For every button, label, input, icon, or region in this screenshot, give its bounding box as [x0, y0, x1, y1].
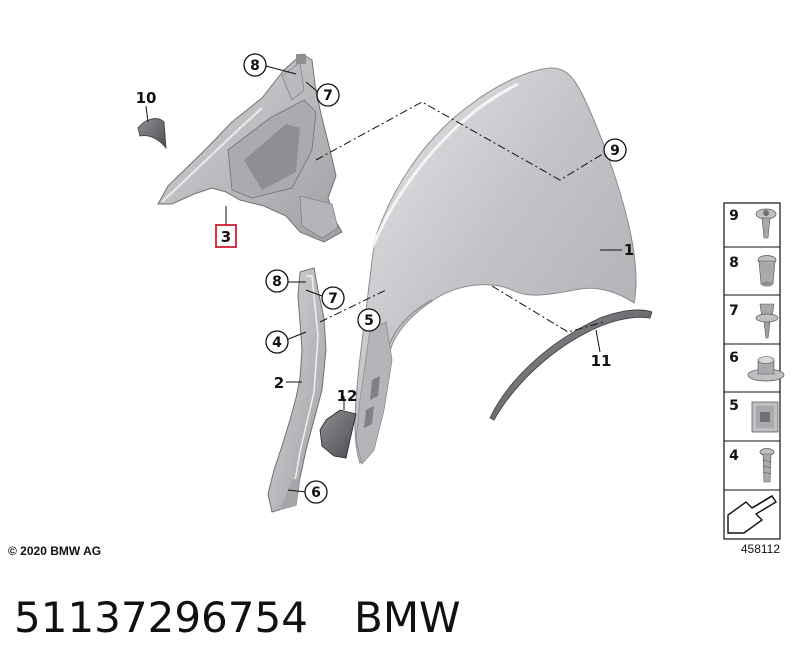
svg-text:3: 3 [221, 228, 231, 246]
legend-row-9: 9 [729, 208, 777, 239]
callout-10: 10 [136, 89, 157, 107]
legend-row-8: 8 [729, 255, 777, 287]
copyright-text: © 2020 BMW AG [8, 544, 101, 558]
svg-text:7: 7 [323, 88, 333, 104]
svg-text:5: 5 [729, 398, 739, 414]
seal-part-12 [319, 409, 357, 459]
svg-text:8: 8 [250, 58, 260, 74]
callout-3-highlighted: 3 [215, 224, 237, 248]
callout-2: 2 [274, 374, 284, 392]
legend-row-6: 6 [729, 350, 785, 382]
svg-text:6: 6 [729, 350, 739, 366]
svg-text:4: 4 [272, 335, 282, 351]
part-number: 51137296754 [14, 593, 308, 642]
callout-9-main: 9 [603, 138, 627, 162]
callout-8-top: 8 [243, 53, 267, 77]
diagram-number: 458112 [741, 542, 780, 556]
svg-text:8: 8 [272, 274, 282, 290]
legend-row-4: 4 [729, 448, 775, 483]
svg-text:4: 4 [729, 448, 739, 464]
legend-row-7: 7 [729, 303, 779, 339]
fender-part-1 [354, 67, 637, 465]
svg-text:9: 9 [610, 143, 620, 159]
svg-text:7: 7 [729, 303, 739, 319]
view-arrow-icon [727, 495, 777, 534]
cover-part-10 [137, 118, 167, 150]
callout-12: 12 [337, 387, 358, 405]
legend-row-5: 5 [729, 398, 779, 433]
callout-1: 1 [624, 241, 634, 259]
wheel-housing-bracket-part-3 [157, 53, 343, 243]
svg-text:8: 8 [729, 255, 739, 271]
wheel-arch-trim-part-11 [489, 309, 653, 421]
callout-6-mid: 6 [304, 480, 328, 504]
reference-lines [315, 101, 607, 333]
svg-text:6: 6 [311, 485, 321, 501]
callout-8-mid: 8 [265, 269, 289, 293]
bracket-part-2 [267, 267, 327, 513]
svg-text:5: 5 [364, 313, 374, 329]
callout-7-top: 7 [316, 83, 340, 107]
fastener-legend: 9 8 7 6 5 [723, 202, 785, 540]
brand-name: BMW [354, 593, 461, 642]
callout-11: 11 [591, 352, 612, 370]
svg-text:9: 9 [729, 208, 739, 224]
callout-7-mid: 7 [321, 286, 345, 310]
leader-lines [145, 65, 622, 493]
svg-text:7: 7 [328, 291, 338, 307]
callout-4-mid: 4 [265, 330, 289, 354]
callout-5-mid: 5 [357, 308, 381, 332]
